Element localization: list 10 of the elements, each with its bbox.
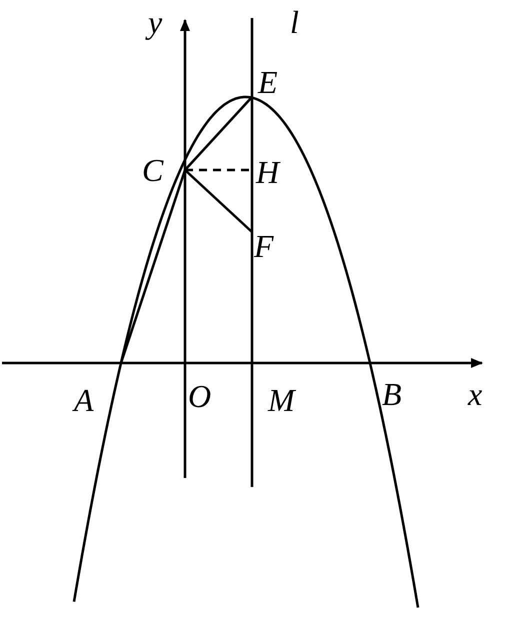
axis-label: x <box>468 378 482 410</box>
point-label: C <box>142 154 164 186</box>
point-label: B <box>382 378 402 410</box>
point-label: A <box>74 384 94 416</box>
point-label: F <box>254 230 274 262</box>
point-label: E <box>258 66 278 98</box>
origin-label: O <box>188 380 212 412</box>
point-label: H <box>256 156 280 188</box>
point-label: M <box>268 384 295 416</box>
line-label: l <box>290 6 299 38</box>
